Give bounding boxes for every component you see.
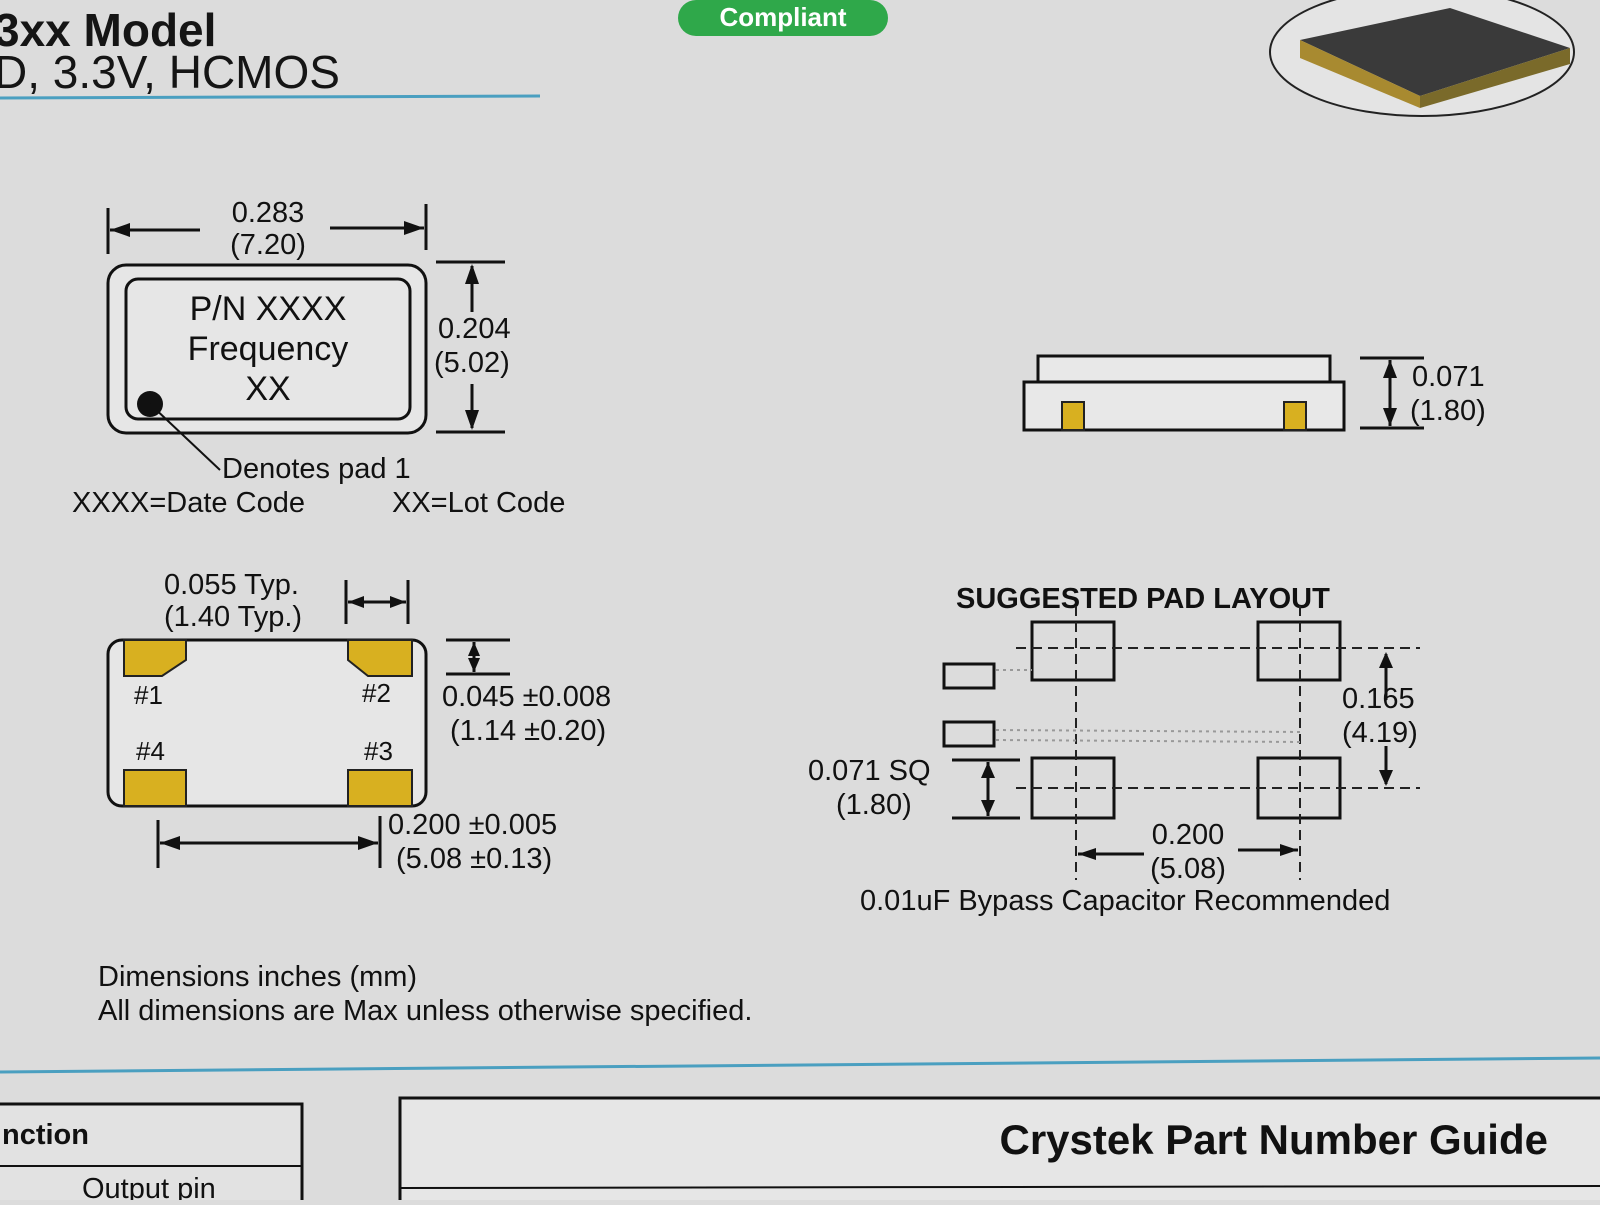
pad-height-arrow-up	[468, 642, 480, 656]
pad-width-mm: (1.40 Typ.)	[164, 601, 302, 633]
pad-1	[123, 639, 187, 677]
pad-width-inch: 0.055 Typ.	[164, 569, 299, 601]
pad-layout-heading: SUGGESTED PAD LAYOUT	[956, 583, 1330, 615]
pad1-note: Denotes pad 1	[222, 453, 411, 485]
sq-arrow-up	[981, 762, 995, 778]
width-mm: (7.20)	[230, 229, 306, 261]
model-subtitle: D, 3.3V, HCMOS	[0, 46, 340, 98]
pad-2	[347, 639, 413, 677]
col-spacing-inch: 0.200	[1152, 819, 1225, 851]
bypass-trace-1	[995, 729, 1301, 733]
row-spacing-inch: 0.165	[1342, 683, 1415, 715]
pad-label-4: #4	[136, 736, 165, 766]
pad-label-1: #1	[134, 680, 163, 710]
marking-pn: P/N XXXX	[190, 290, 347, 328]
pad-4	[123, 769, 187, 807]
col-arrow-right	[1280, 844, 1298, 856]
bottom-outline	[106, 638, 428, 808]
bypass-cap-pad-1	[942, 662, 996, 690]
pad1-leader	[149, 403, 221, 471]
pad-height-inch: 0.045 ±0.008	[442, 681, 611, 713]
guide-divider	[399, 1185, 1600, 1189]
pad-label-2: #2	[362, 678, 391, 708]
side-height-inch: 0.071	[1412, 361, 1485, 393]
package-lid	[124, 277, 412, 421]
col-spacing-mm: (5.08)	[1150, 853, 1226, 885]
date-code-note: XXXX=Date Code	[72, 487, 305, 519]
pad-size-mm: (1.80)	[836, 789, 912, 821]
layout-pad-top-left	[1030, 620, 1116, 682]
side-pad-left	[1061, 401, 1085, 431]
bypass-note: 0.01uF Bypass Capacitor Recommended	[860, 885, 1390, 917]
pitch-mm: (5.08 ±0.13)	[396, 843, 552, 875]
part-number-guide: Crystek Part Number Guide	[398, 1096, 1600, 1205]
pad-width-arrow-right	[390, 596, 406, 608]
row-spacing-mm: (4.19)	[1342, 717, 1418, 749]
col-arrow-left	[1078, 848, 1096, 860]
bypass-trace-2	[995, 739, 1301, 743]
function-table: nction Output pin	[0, 1102, 304, 1205]
badge-label: Compliant	[719, 2, 846, 32]
arrow-up	[465, 264, 479, 284]
header-rule	[0, 94, 541, 100]
output-pin-label: Output pin	[82, 1173, 216, 1200]
function-table-frame	[0, 1102, 304, 1205]
model-title: 3xx Model	[0, 4, 216, 56]
pad-height-mm: (1.14 ±0.20)	[450, 715, 606, 747]
bypass-cap-pad-2	[942, 720, 996, 748]
crystal-package-top	[1300, 8, 1570, 96]
lot-code-note: XX=Lot Code	[392, 487, 565, 519]
marking-lot: XX	[245, 370, 290, 408]
row-arrow-down	[1379, 770, 1393, 786]
sq-arrow-down	[981, 800, 995, 816]
package-outline	[106, 263, 428, 435]
arrow-down	[465, 410, 479, 430]
height-mm: (5.02)	[434, 347, 510, 379]
dimensions-unit-note: Dimensions inches (mm)	[98, 961, 417, 993]
pad-size-inch: 0.071 SQ	[808, 755, 931, 787]
pad-width-arrow-left	[348, 596, 364, 608]
function-header: nction	[2, 1119, 89, 1151]
side-arrow-up	[1383, 360, 1397, 378]
side-height-mm: (1.80)	[1410, 395, 1486, 427]
guide-title: Crystek Part Number Guide	[999, 1116, 1548, 1163]
crystal-package-edge	[1420, 48, 1570, 108]
badge-pill	[678, 0, 888, 36]
arrow-left	[110, 223, 130, 237]
width-inch: 0.283	[232, 197, 305, 229]
pitch-arrow-right	[358, 836, 378, 850]
marking-frequency: Frequency	[188, 330, 349, 368]
side-view: 0.071 (1.80)	[1022, 354, 1486, 432]
pad-label-3: #3	[364, 736, 393, 766]
compliant-badge: Compliant	[678, 0, 888, 36]
top-view: 0.283 (7.20) P/N XXXX Frequency XX Denot…	[72, 197, 565, 519]
pad-height-arrow-down	[468, 658, 480, 672]
crystal-package-side	[1300, 40, 1420, 108]
product-photo	[1269, 0, 1575, 117]
height-inch: 0.204	[438, 313, 511, 345]
suggested-pad-layout: SUGGESTED PAD LAYOUT 0.165 (4.19) 0.071 …	[808, 583, 1420, 917]
footer-rule	[0, 1056, 1600, 1074]
bottom-view: 0.055 Typ. (1.40 Typ.) #1 #2 #4 #3 0.045…	[106, 569, 611, 875]
side-lid	[1036, 354, 1332, 384]
arrow-right	[404, 221, 424, 235]
side-arrow-down	[1383, 408, 1397, 426]
pad-3	[347, 769, 413, 807]
side-pad-right	[1283, 401, 1307, 431]
pitch-inch: 0.200 ±0.005	[388, 809, 557, 841]
pitch-arrow-left	[160, 836, 180, 850]
row-arrow-up	[1379, 652, 1393, 668]
max-dimensions-note: All dimensions are Max unless otherwise …	[98, 995, 752, 1027]
